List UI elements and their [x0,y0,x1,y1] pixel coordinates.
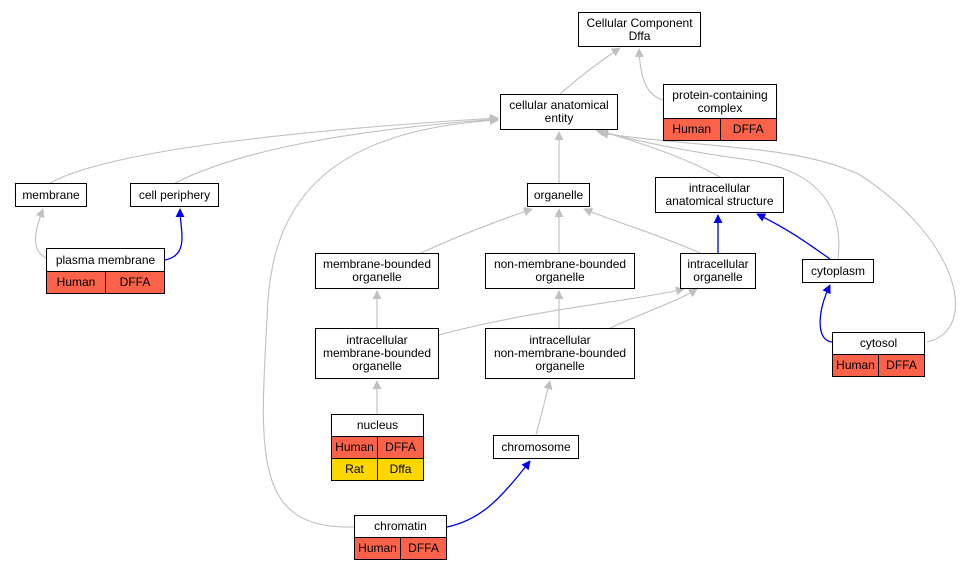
node-membrane[interactable]: membrane [15,183,87,207]
edge-plasma-membrane-to-membrane [34,208,47,259]
edge-cytosol-to-cytoplasm [819,284,833,343]
edge-membrane-to-anatomical-entity [49,113,499,184]
edge-chromatin-to-anatomical-entity [262,115,499,528]
edge-chromatin-to-chromosome [446,460,531,528]
node-cytoplasm[interactable]: cytoplasm [802,259,874,283]
edge-cell-periphery-to-anatomical-entity [174,115,499,184]
edge-plasma-membrane-to-cell-periphery [164,208,185,261]
edge-intra-membrane-bounded-to-intracellular-organelle [438,286,685,336]
edge-cytoplasm-to-intracellular-structure [756,213,831,260]
edge-cytoplasm-to-anatomical-entity [599,128,840,260]
node-organelle[interactable]: organelle [527,183,590,207]
edge-protein-complex-to-cellular-component [634,48,664,101]
edge-intra-non-membrane-bounded-to-intracellular-organelle [609,288,698,329]
edge-intracellular-organelle-to-organelle [583,208,701,254]
edge-membrane-bounded-to-organelle [420,207,533,254]
edge-anatomical-entity-to-cellular-component [559,47,621,95]
edge-chromosome-to-intra-non-membrane-bounded [535,380,553,436]
node-chromosome[interactable]: chromosome [493,435,579,459]
edge-cytosol-to-anatomical-entity [599,129,957,343]
node-cell-periphery[interactable]: cell periphery [130,183,219,207]
